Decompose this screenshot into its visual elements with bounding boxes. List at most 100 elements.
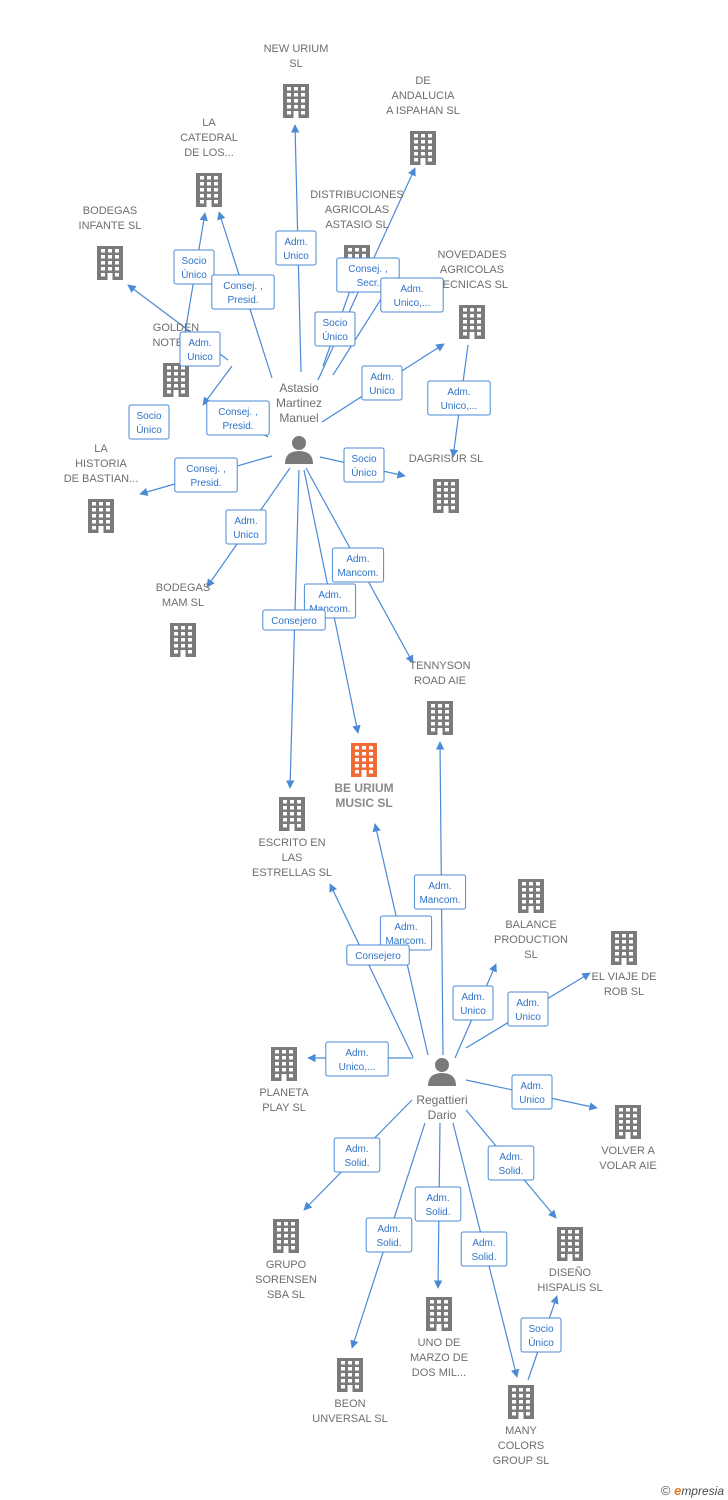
relation-label-text: Socio [322, 318, 347, 329]
relation-label-box[interactable] [460, 1231, 508, 1267]
company-label: BALANCE [505, 919, 556, 931]
relation-label-text: Adm. [346, 554, 369, 565]
relation-label-box[interactable] [173, 249, 215, 285]
company-label: UNVERSAL SL [312, 1413, 387, 1425]
relation-label[interactable]: Adm.Mancom. [413, 874, 467, 910]
relation-label[interactable]: Adm.Unico,... [325, 1041, 389, 1077]
relation-label-text: Adm. [377, 1224, 400, 1235]
relation-label-text: Mancom. [337, 568, 378, 579]
relation-label-box[interactable] [414, 1186, 462, 1222]
relation-label[interactable]: Adm.Unico [275, 230, 317, 266]
company-node-dagrisur[interactable]: DAGRISUR SL [409, 453, 484, 513]
relation-label-text: Unico,... [394, 298, 431, 309]
relation-label[interactable]: Adm.Unico [452, 985, 494, 1021]
relation-label[interactable]: Adm.Unico,... [380, 277, 444, 313]
relation-label[interactable]: Consej. ,Presid. [174, 457, 238, 493]
company-label: ASTASIO SL [325, 219, 388, 231]
relation-label-text: Adm. [516, 998, 539, 1009]
relation-label[interactable]: Adm.Unico [225, 509, 267, 545]
relation-label-box[interactable] [275, 230, 317, 266]
relation-label[interactable]: Adm.Solid. [487, 1145, 535, 1181]
company-label: DOS MIL... [412, 1367, 466, 1379]
relation-label[interactable]: Adm.Unico,... [427, 380, 491, 416]
relation-label-box[interactable] [331, 547, 385, 583]
relation-label-box[interactable] [128, 404, 170, 440]
relation-label-box[interactable] [365, 1217, 413, 1253]
relation-label[interactable]: Adm.Unico [361, 365, 403, 401]
relation-label[interactable]: Adm.Solid. [333, 1137, 381, 1173]
relation-label[interactable]: Consej. ,Presid. [206, 400, 270, 436]
relation-label-box[interactable] [206, 400, 270, 436]
relation-label-box[interactable] [211, 274, 275, 310]
relation-label[interactable]: Consejero [262, 609, 326, 631]
relation-label-box[interactable] [174, 457, 238, 493]
relation-label[interactable]: Adm.Solid. [414, 1186, 462, 1222]
relation-label-box[interactable] [413, 874, 467, 910]
relation-label-box[interactable] [427, 380, 491, 416]
relation-label[interactable]: Adm.Unico [511, 1074, 553, 1110]
relation-label-box[interactable] [380, 277, 444, 313]
relation-label-box[interactable] [325, 1041, 389, 1077]
relation-label-text: Socio [181, 256, 206, 267]
relation-label-box[interactable] [361, 365, 403, 401]
company-label: COLORS [498, 1440, 544, 1452]
building-icon [459, 305, 485, 339]
relation-label-box[interactable] [520, 1317, 562, 1353]
relation-label-box[interactable] [225, 509, 267, 545]
relation-label-box[interactable] [262, 609, 326, 631]
relation-label[interactable]: Consejero [346, 944, 410, 966]
relation-label[interactable]: Adm. Mancom. [331, 547, 385, 583]
company-label: SL [289, 58, 302, 70]
relation-label-text: Mancom. [309, 604, 350, 615]
relation-label-box[interactable] [507, 991, 549, 1027]
relation-label-box[interactable] [452, 985, 494, 1021]
relation-label-box[interactable] [179, 331, 221, 367]
relation-label-box[interactable] [346, 944, 410, 966]
relation-label-box[interactable] [314, 311, 356, 347]
company-node-golden-notes[interactable]: GOLDENNOTES... [152, 322, 200, 397]
relation-label[interactable]: Adm.Solid. [365, 1217, 413, 1253]
company-label: MANY [505, 1425, 537, 1437]
relation-label-box[interactable] [511, 1074, 553, 1110]
relation-label-box[interactable] [487, 1145, 535, 1181]
company-label: GOLDEN [153, 322, 200, 334]
relation-label[interactable]: Adm.Unico [179, 331, 221, 367]
relation-label[interactable]: Consej. ,Presid. [211, 274, 275, 310]
relation-label[interactable]: Adm.Unico [507, 991, 549, 1027]
relation-label-text: Adm. [345, 1144, 368, 1155]
relation-label-box[interactable] [343, 447, 385, 483]
relation-label[interactable]: Adm.Solid. [460, 1231, 508, 1267]
building-icon [557, 1227, 583, 1261]
relation-label-box[interactable] [333, 1137, 381, 1173]
company-label: HISPALIS SL [537, 1282, 602, 1294]
building-icon [196, 173, 222, 207]
